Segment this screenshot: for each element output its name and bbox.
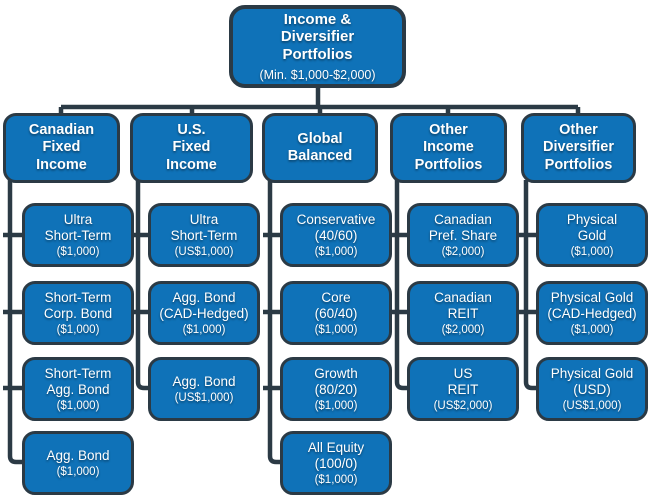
leaf-name: All Equity (100/0) — [307, 440, 365, 471]
leaf-name: Canadian REIT — [434, 290, 492, 321]
node-physical-gold: Physical Gold ($1,000) — [536, 203, 648, 267]
leaf-amount: ($1,000) — [314, 245, 358, 258]
node-canadian-pref-share: Canadian Pref. Share ($2,000) — [407, 203, 519, 267]
node-root: Income & Diversifier Portfolios (Min. $1… — [229, 5, 406, 88]
leaf-amount: (US$1,000) — [174, 392, 234, 405]
leaf-name: Ultra Short-Term — [44, 212, 112, 243]
category-label: Other Diversifier Portfolios — [543, 122, 614, 173]
node-short-term-corp-bond: Short-Term Corp. Bond ($1,000) — [22, 281, 134, 345]
leaf-amount: ($1,000) — [56, 323, 100, 336]
node-conservative-40-60: Conservative (40/60) ($1,000) — [280, 203, 392, 267]
node-agg-bond-cad: Agg. Bond ($1,000) — [22, 431, 134, 495]
category-label: U.S. Fixed Income — [166, 122, 217, 173]
node-us-reit: US REIT (US$2,000) — [407, 357, 519, 421]
root-subtitle: (Min. $1,000-$2,000) — [259, 67, 376, 82]
node-agg-bond-usd: Agg. Bond (US$1,000) — [148, 357, 260, 421]
leaf-amount: ($1,000) — [182, 323, 226, 336]
leaf-name: Ultra Short-Term — [170, 212, 238, 243]
node-physical-gold-usd: Physical Gold (USD) (US$1,000) — [536, 357, 648, 421]
leaf-name: US REIT — [447, 366, 479, 397]
leaf-name: Canadian Pref. Share — [428, 212, 498, 243]
root-title: Income & Diversifier Portfolios — [280, 11, 355, 63]
node-category-other-diversifier-portfolios: Other Diversifier Portfolios — [521, 113, 636, 183]
leaf-amount: ($1,000) — [314, 399, 358, 412]
leaf-name: Short-Term Corp. Bond — [43, 290, 113, 321]
node-all-equity-100-0: All Equity (100/0) ($1,000) — [280, 431, 392, 495]
node-physical-gold-cad-hedged: Physical Gold (CAD-Hedged) ($1,000) — [536, 281, 648, 345]
category-label: Global Balanced — [287, 130, 353, 164]
leaf-name: Agg. Bond — [46, 447, 110, 463]
category-label: Canadian Fixed Income — [28, 122, 95, 173]
connector-root-to-categories — [58, 84, 581, 116]
leaf-amount: ($2,000) — [441, 323, 485, 336]
leaf-amount: ($1,000) — [56, 466, 100, 479]
leaf-amount: (US$1,000) — [174, 245, 234, 258]
leaf-amount: ($1,000) — [314, 473, 358, 486]
node-category-global-balanced: Global Balanced — [262, 113, 378, 183]
leaf-name: Growth (80/20) — [314, 366, 358, 397]
connector-col-global-balanced — [263, 180, 284, 465]
leaf-amount: (US$2,000) — [433, 399, 493, 412]
node-ultra-short-term-cad: Ultra Short-Term ($1,000) — [22, 203, 134, 267]
leaf-name: Physical Gold — [566, 212, 618, 243]
node-core-60-40: Core (60/40) ($1,000) — [280, 281, 392, 345]
node-canadian-reit: Canadian REIT ($2,000) — [407, 281, 519, 345]
leaf-name: Short-Term Agg. Bond — [44, 366, 112, 397]
leaf-amount: ($1,000) — [314, 323, 358, 336]
leaf-amount: ($2,000) — [441, 245, 485, 258]
leaf-amount: ($1,000) — [56, 245, 100, 258]
leaf-name: Physical Gold (CAD-Hedged) — [547, 290, 637, 321]
leaf-amount: (US$1,000) — [562, 399, 622, 412]
node-growth-80-20: Growth (80/20) ($1,000) — [280, 357, 392, 421]
node-category-other-income-portfolios: Other Income Portfolios — [390, 113, 507, 183]
leaf-name: Core (60/40) — [314, 290, 358, 321]
node-category-canadian-fixed-income: Canadian Fixed Income — [3, 113, 120, 183]
leaf-amount: ($1,000) — [56, 399, 100, 412]
leaf-amount: ($1,000) — [570, 245, 614, 258]
node-short-term-agg-bond: Short-Term Agg. Bond ($1,000) — [22, 357, 134, 421]
leaf-amount: ($1,000) — [570, 323, 614, 336]
node-agg-bond-cad-hedged: Agg. Bond (CAD-Hedged) ($1,000) — [148, 281, 260, 345]
leaf-name: Agg. Bond (CAD-Hedged) — [159, 290, 249, 321]
connector-col-canadian-fixed-income — [3, 180, 26, 465]
leaf-name: Physical Gold (USD) — [550, 366, 634, 397]
node-ultra-short-term-usd: Ultra Short-Term (US$1,000) — [148, 203, 260, 267]
node-category-us-fixed-income: U.S. Fixed Income — [130, 113, 253, 183]
leaf-name: Conservative (40/60) — [296, 212, 376, 243]
category-label: Other Income Portfolios — [414, 122, 483, 173]
leaf-name: Agg. Bond — [172, 373, 236, 389]
